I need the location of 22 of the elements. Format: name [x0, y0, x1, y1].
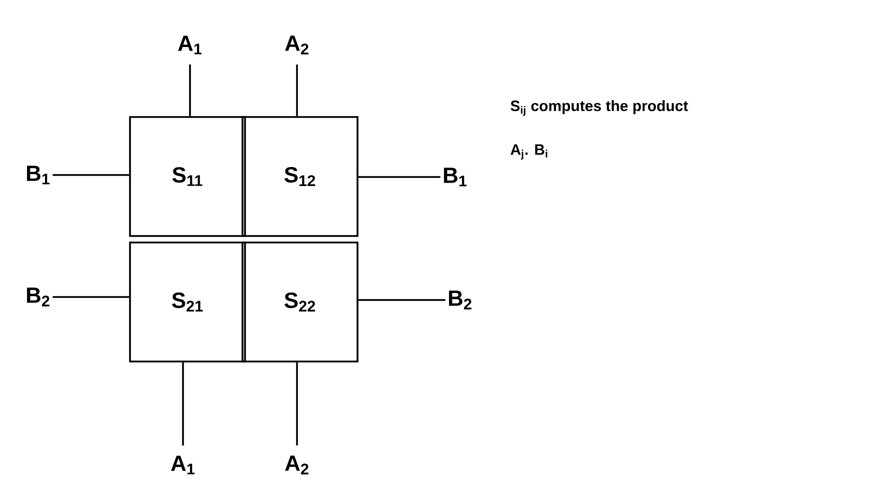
signal-label: B$_{1}$: [27, 166, 50, 184]
connector-line: [182, 362, 184, 446]
signal-label: A$_{1}$: [171, 456, 195, 474]
connector-line: [52, 296, 130, 298]
connector-line: [296, 362, 298, 446]
note-text: A$_{j}$. B$_{i}$: [510, 144, 548, 160]
cell-box: S$_{12}$: [242, 116, 358, 237]
connector-line: [296, 64, 298, 116]
signal-label: B$_{2}$: [449, 290, 472, 310]
signal-label: A$_{2}$: [285, 36, 308, 54]
signal-label: B$_{1}$: [444, 168, 467, 186]
connector-line: [358, 176, 440, 178]
cell-box: S$_{11}$: [129, 116, 246, 237]
connector-line: [189, 64, 191, 116]
cell-box: S$_{22}$: [242, 242, 358, 362]
signal-label: A$_{2}$: [285, 456, 308, 474]
connector-line: [358, 299, 446, 301]
connector-line: [52, 174, 130, 176]
note-text: S$_{ij}$ computes the product: [510, 100, 688, 116]
signal-label: A$_{1}$: [178, 36, 202, 54]
signal-label: B$_{2}$: [27, 288, 50, 306]
cell-box: S$_{21}$: [129, 242, 246, 362]
